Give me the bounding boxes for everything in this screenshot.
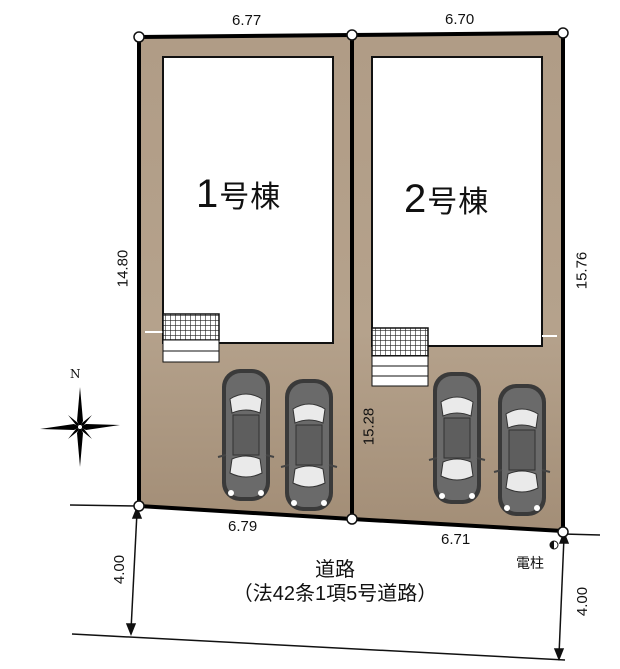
lot-2-right-depth: 15.76 (573, 251, 591, 290)
lot-2-porch-grid (371, 327, 429, 357)
lot-2-building-footprint (371, 56, 543, 347)
road-title: 道路 (315, 559, 355, 581)
lot-2-car-1 (428, 371, 486, 505)
lot-2 (352, 33, 563, 531)
road-width-dimension (125, 505, 570, 662)
lot-1-building-footprint (162, 56, 334, 344)
utility-pole-label: 電柱 (516, 555, 544, 571)
boundary-markers (133, 27, 569, 538)
lot-1-porch-grid (162, 313, 220, 341)
lot-1-left-depth: 14.80 (114, 249, 132, 288)
road-width-right: 4.00 (574, 586, 592, 617)
road-label: 道路 （法42条1項5号道路） (190, 558, 480, 606)
compass-north-label: N (70, 367, 81, 381)
utility-pole-icon (549, 540, 559, 550)
lot-1-bottom-width: 6.79 (228, 518, 258, 535)
road-edges (69, 504, 601, 661)
road-subtitle: （法42条1項5号道路） (232, 583, 438, 605)
lot-1 (139, 35, 352, 519)
lot-1-car-2 (280, 378, 338, 512)
lot-1-top-width: 6.77 (232, 12, 262, 29)
building-1-label: 1号棟 (196, 172, 282, 216)
lot-2-top-width: 6.70 (445, 11, 475, 28)
shared-boundary-depth: 15.28 (360, 407, 378, 446)
road-width-left: 4.00 (111, 554, 129, 585)
lot-1-car-1 (217, 368, 275, 502)
compass-icon (40, 387, 120, 467)
building-2-label: 2号棟 (404, 177, 490, 221)
lot-2-car-2 (493, 383, 551, 517)
lot-2-bottom-width: 6.71 (441, 531, 471, 548)
